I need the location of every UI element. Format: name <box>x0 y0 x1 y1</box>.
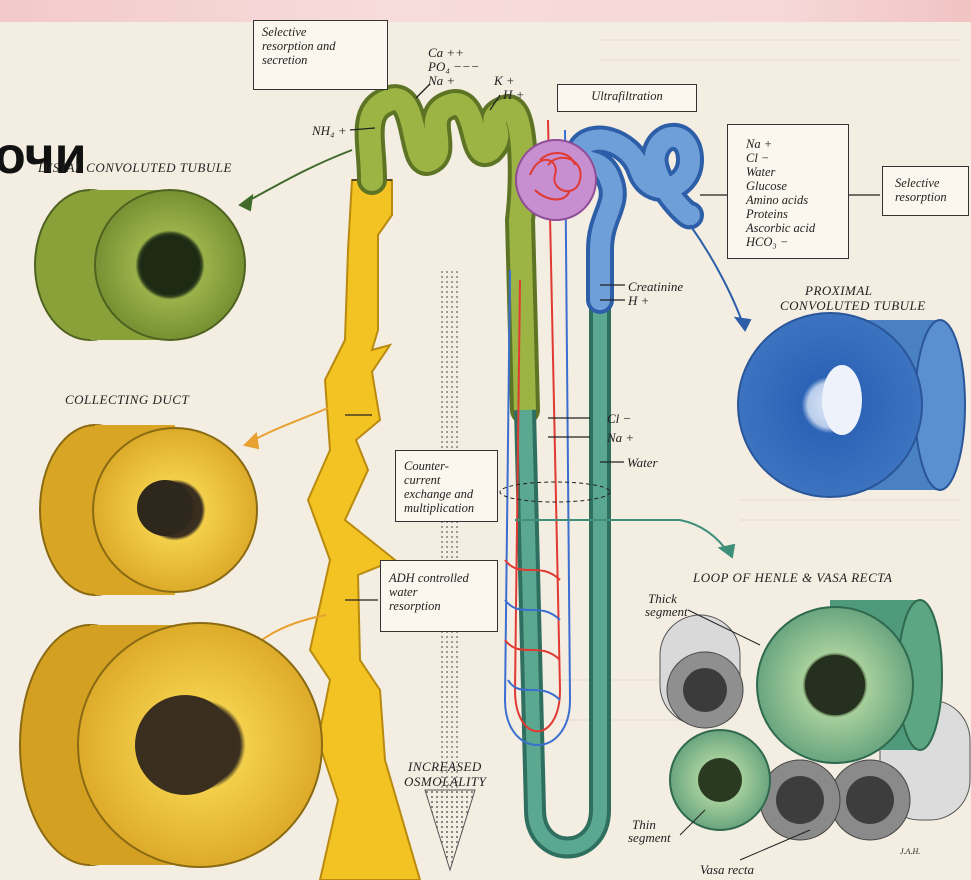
proximal-convoluted-tubule <box>578 137 690 300</box>
osmolality-label-line1: INCREASED <box>408 759 482 775</box>
ion-na2: Na + <box>607 431 634 445</box>
henle-cross-section <box>660 600 970 840</box>
ion-ca: Ca ++ <box>428 46 464 60</box>
distal-convoluted-tubule-label: DISTAL CONVOLUTED TUBULE <box>38 160 232 176</box>
proximal-cross-section <box>738 313 965 497</box>
ion-na: Na + <box>428 74 455 88</box>
ion-h: H + <box>503 88 524 102</box>
vasa-recta-label: Vasa recta <box>700 863 754 877</box>
distal-cross-section <box>35 190 245 340</box>
collecting-duct-label: COLLECTING DUCT <box>65 392 189 408</box>
loop-of-henle-label: LOOP OF HENLE & VASA RECTA <box>693 570 892 586</box>
ion-nh4: NH₄ + <box>312 124 347 138</box>
proximal-label-line1: PROXIMAL <box>805 283 873 299</box>
ion-k: K + <box>494 74 515 88</box>
ion-po4: PO₄ −−− <box>428 60 479 74</box>
glomerulus <box>516 140 596 220</box>
thin-segment-label-2: segment <box>628 831 671 845</box>
collecting-cross-section-large <box>20 623 322 867</box>
thick-segment-label-2: segment <box>645 605 688 619</box>
ion-h2: H + <box>628 294 649 308</box>
osmolality-label-line2: OSMOLALITY <box>404 774 486 790</box>
ion-water: Water <box>627 456 658 470</box>
ion-cl: Cl − <box>607 412 631 426</box>
artist-signature: J.A.H. <box>900 845 920 859</box>
proximal-label-line2: CONVOLUTED TUBULE <box>780 298 926 314</box>
ion-creatinine: Creatinine <box>628 280 683 294</box>
ultrafiltration-box: Ultrafiltration <box>557 84 697 112</box>
collecting-cross-section-small <box>40 425 257 595</box>
selective-resorption-secretion-box: Selective resorption and secretion <box>253 20 388 90</box>
selective-resorption-box: Selective resorption <box>882 166 969 216</box>
